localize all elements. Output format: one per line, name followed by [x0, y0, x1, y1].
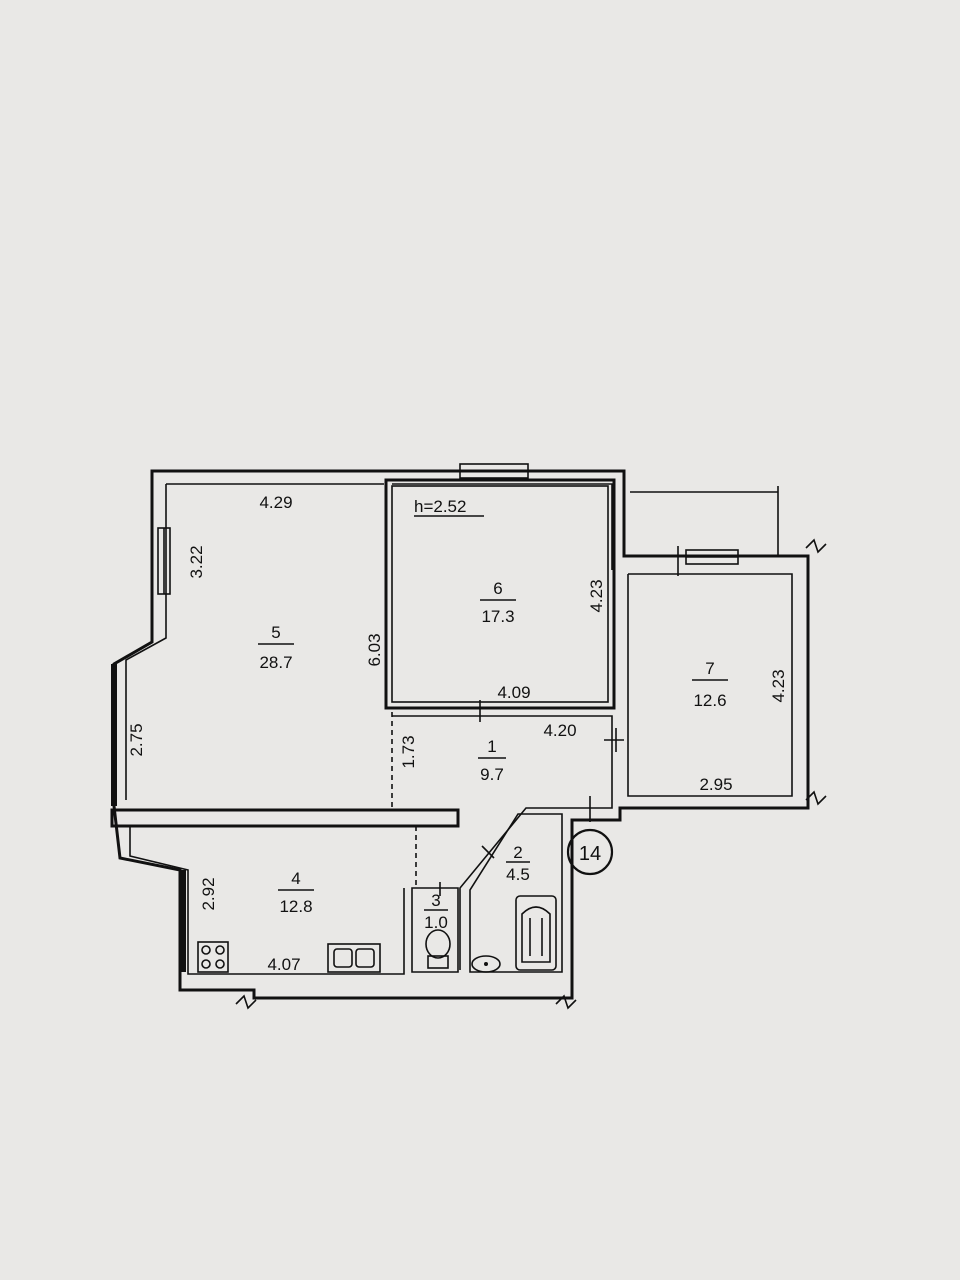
- room-area: 12.8: [279, 897, 312, 916]
- wall-break-right-top: [805, 538, 827, 554]
- dim-hall-height: 1.73: [399, 735, 418, 768]
- room-number: 2: [513, 843, 522, 862]
- room6-inner: [391, 485, 609, 703]
- doors: [439, 546, 679, 896]
- room-area: 28.7: [259, 653, 292, 672]
- dim-bay-window: 2.75: [127, 723, 146, 756]
- washbasin-icon: [471, 955, 501, 973]
- dimension-labels: 4.29 3.22 6.03 2.75 1.73 4.23 4.09 4.20 …: [127, 493, 788, 974]
- kitchen-inner: [129, 826, 405, 975]
- fixtures: [197, 895, 557, 973]
- room-area: 4.5: [506, 865, 530, 884]
- room-4-label: 4 12.8: [278, 869, 314, 916]
- room-number: 1: [487, 737, 496, 756]
- room-number: 7: [705, 659, 714, 678]
- apartment-number: 14: [579, 843, 601, 865]
- room6-walls: [384, 478, 616, 710]
- room-area: 9.7: [480, 765, 504, 784]
- wc-walls: [411, 887, 459, 973]
- dim-room5-top: 4.29: [259, 493, 292, 512]
- dim-room6-right: 4.23: [587, 579, 606, 612]
- dim-room7-right: 4.23: [769, 669, 788, 702]
- dim-room5-right: 6.03: [365, 633, 384, 666]
- wall-break-bottom-left: [235, 994, 257, 1010]
- room-number: 4: [291, 869, 300, 888]
- bath-walls: [469, 813, 563, 973]
- room-2-label: 2 4.5: [506, 843, 530, 884]
- stove-icon: [197, 941, 229, 973]
- door-room2: [481, 845, 495, 859]
- room-number: 3: [431, 891, 440, 910]
- dim-room7-bottom: 2.95: [699, 775, 732, 794]
- room-number: 6: [493, 579, 502, 598]
- room-labels: 5 28.7 6 17.3 7 12.6 1 9.7 2 4.5 3 1.0: [258, 579, 728, 932]
- dim-kitchen-bottom: 4.07: [267, 955, 300, 974]
- dim-kitchen-left: 2.92: [199, 877, 218, 910]
- wall-break-right-bottom: [805, 790, 827, 806]
- room-number: 5: [271, 623, 280, 642]
- room-area: 1.0: [424, 913, 448, 932]
- kitchen-sink-icon: [327, 943, 381, 973]
- room-area: 17.3: [481, 607, 514, 626]
- dim-hall-top: 4.20: [543, 721, 576, 740]
- hall-walls: [392, 715, 613, 970]
- bathtub-icon: [515, 895, 557, 971]
- walls: [110, 469, 827, 1010]
- inner-wall: [166, 483, 793, 797]
- room-3-label: 3 1.0: [424, 891, 448, 932]
- windows: [111, 463, 739, 972]
- room-7-label: 7 12.6: [692, 659, 728, 710]
- room5-left: [125, 484, 167, 800]
- room-1-label: 1 9.7: [478, 737, 506, 784]
- ceiling-height: h=2.52: [414, 497, 466, 516]
- room-area: 12.6: [693, 691, 726, 710]
- apartment-number-badge: 14: [566, 828, 614, 876]
- dim-room6-bottom: 4.09: [497, 683, 530, 702]
- kitchen-divider: [110, 808, 460, 828]
- wall-break-bottom-right: [555, 994, 577, 1010]
- room-5-label: 5 28.7: [258, 623, 294, 672]
- balcony: [630, 486, 779, 556]
- room-6-label: 6 17.3: [480, 579, 516, 626]
- dim-room5-left-upper: 3.22: [187, 545, 206, 578]
- toilet-icon: [425, 929, 451, 969]
